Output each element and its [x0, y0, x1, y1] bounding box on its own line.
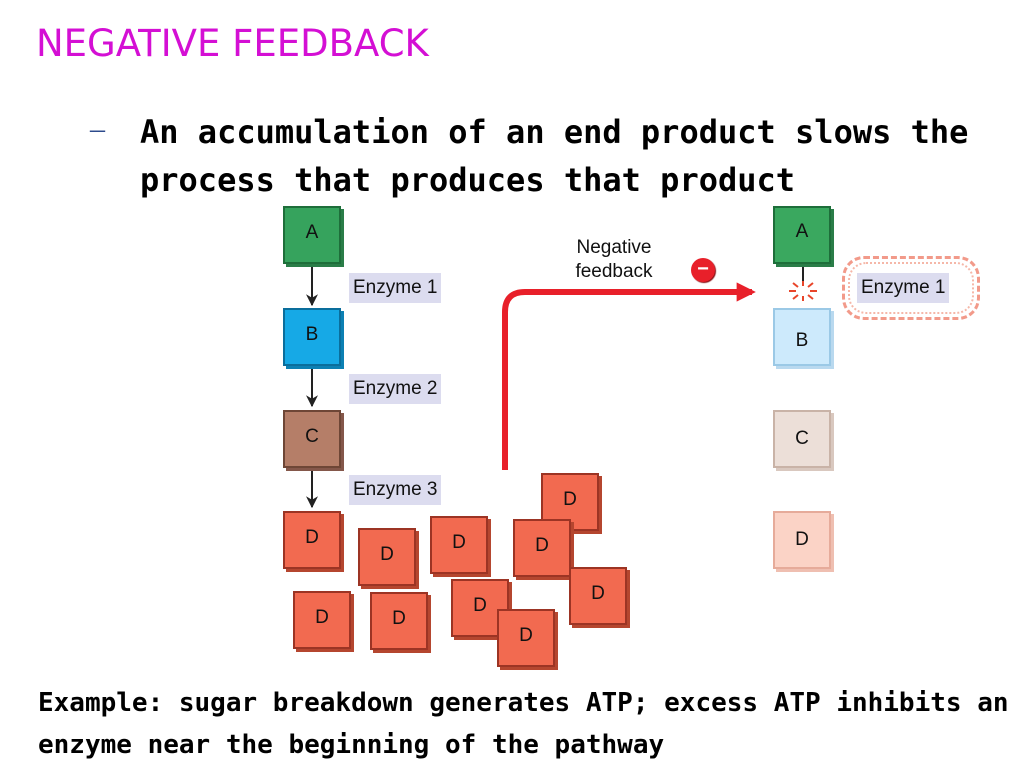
- accumulated-d: D: [370, 592, 428, 650]
- slide-title: NEGATIVE FEEDBACK: [36, 22, 429, 65]
- accumulated-d: D: [497, 609, 555, 667]
- enzyme-2-label: Enzyme 2: [349, 374, 442, 404]
- bullet-dash: –: [90, 112, 105, 145]
- minus-icon: −: [691, 258, 715, 282]
- inhibited-molecule-d: D: [773, 511, 831, 569]
- molecule-c: C: [283, 410, 341, 468]
- molecule-a: A: [283, 206, 341, 264]
- example-text: Example: sugar breakdown generates ATP; …: [38, 688, 1009, 760]
- enzyme-1-label: Enzyme 1: [349, 273, 442, 303]
- accumulated-d: D: [358, 528, 416, 586]
- inhibited-molecule-a: A: [773, 206, 831, 264]
- inhibited-enzyme-glow-inner: [848, 262, 974, 314]
- inhibited-molecule-c: C: [773, 410, 831, 468]
- inhibited-molecule-b: B: [773, 308, 831, 366]
- accumulated-d: D: [430, 516, 488, 574]
- inhibited-enzyme-1-label: Enzyme 1: [857, 273, 950, 303]
- accumulated-d: D: [569, 567, 627, 625]
- enzyme-3-label: Enzyme 3: [349, 475, 442, 505]
- bullet-text: An accumulation of an end product slows …: [140, 113, 969, 199]
- inhibition-burst-icon: [789, 281, 817, 301]
- accumulated-d: D: [293, 591, 351, 649]
- negative-feedback-label: Negative feedback: [575, 237, 653, 282]
- accumulated-d: D: [513, 519, 571, 577]
- inhibited-enzyme-glow: [842, 256, 980, 320]
- molecule-b: B: [283, 308, 341, 366]
- feedback-arrow: [502, 282, 756, 470]
- molecule-d: D: [283, 511, 341, 569]
